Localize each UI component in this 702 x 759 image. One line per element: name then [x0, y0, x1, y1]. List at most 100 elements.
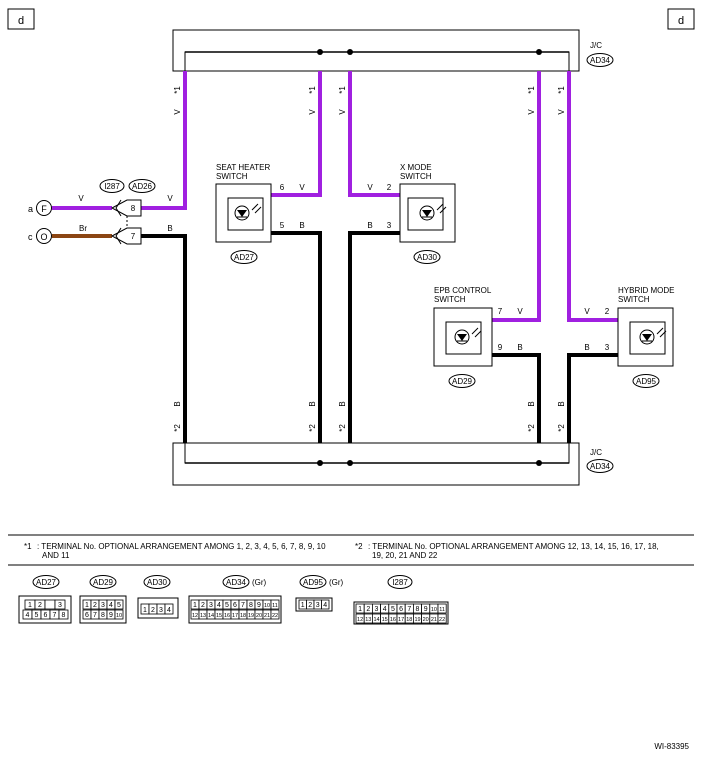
terminal-f: F: [41, 204, 47, 214]
ad30-pin: 2: [151, 607, 155, 614]
i287-pin: 16: [390, 617, 396, 623]
svg-text:(Gr): (Gr): [329, 578, 344, 587]
jc-top: J/C AD34: [172, 29, 614, 72]
ad34-pin: 10: [264, 603, 270, 609]
i287-pin: 17: [398, 617, 404, 623]
ad30-cell: [164, 603, 174, 615]
note-star2-mark: *2: [355, 542, 363, 551]
ad29-pin: 6: [85, 612, 89, 619]
ad34-cell: [270, 599, 280, 610]
pin-ad26-v: 8: [131, 204, 136, 213]
connector-ad26: AD26: [132, 182, 153, 191]
ad34-pin: 21: [264, 613, 270, 619]
i287-pin: 6: [399, 606, 403, 613]
ad34-pin: 4: [217, 602, 221, 609]
jc-top-connector: AD34: [590, 56, 611, 65]
ad30-pin: 1: [143, 607, 147, 614]
pin-hyb-b: 3: [605, 343, 610, 352]
top-wire-labels: V *1 V *1 V *1 V *1 V *1: [173, 86, 566, 115]
i287-pin: 9: [424, 606, 428, 613]
star1-marker: *1: [308, 86, 317, 94]
ad29-pin: 8: [101, 612, 105, 619]
ad27-cell: [58, 609, 69, 620]
wire-label-b: B: [527, 401, 536, 406]
terminal-a-label: a: [28, 204, 33, 214]
bottom-wire-labels: B *2 B *2 B *2 B *2 B *2: [173, 401, 566, 431]
jc-bottom: J/C AD34: [172, 442, 614, 486]
x-mode-label-2: SWITCH: [400, 172, 432, 181]
jc-bottom-label: J/C: [590, 448, 602, 457]
pin-epb-b: 9: [498, 343, 503, 352]
wire-label-b: B: [584, 343, 589, 352]
star2-marker: *2: [173, 424, 182, 432]
ad27-cell: [44, 599, 56, 610]
ad30-pin: 3: [159, 607, 163, 614]
svg-text:I287: I287: [392, 578, 408, 587]
ad27-pin: 7: [53, 612, 57, 619]
svg-text:AD27: AD27: [36, 578, 57, 587]
ad27-pin: 4: [26, 612, 30, 619]
star2-marker: *2: [557, 424, 566, 432]
i287-pin: 8: [416, 606, 420, 613]
pin-hyb-v: 2: [605, 307, 610, 316]
ad34-pin: 9: [257, 602, 261, 609]
ad34-pin: 13: [200, 613, 206, 619]
ad34-pin: 11: [272, 603, 278, 609]
star2-marker: *2: [308, 424, 317, 432]
ad27-pin: 3: [58, 602, 62, 609]
x-mode-switch: X MODE SWITCH V 2 B 3 AD30: [367, 163, 456, 264]
star2-marker: *2: [338, 424, 347, 432]
wire-label-b: B: [557, 401, 566, 406]
ad27-cell: [54, 599, 66, 610]
star1-marker: *1: [338, 86, 347, 94]
wire-label-v: V: [167, 194, 173, 203]
star2-marker: *2: [527, 424, 536, 432]
ad29-pin: 7: [93, 612, 97, 619]
pin-seat-b: 5: [280, 221, 285, 230]
i287-pin: 14: [373, 617, 379, 623]
connector-ad95: AD95: [636, 377, 657, 386]
svg-text:AD29: AD29: [93, 578, 114, 587]
connector-ad30: AD30: [417, 253, 438, 262]
seat-heater-label-1: SEAT HEATER: [216, 163, 270, 172]
note-star1-mark: *1: [24, 542, 32, 551]
connector-ad29: AD29: [452, 377, 473, 386]
ad34-pin: 3: [209, 602, 213, 609]
page-tag-left: d: [18, 15, 24, 27]
document-id: WI-83395: [654, 742, 689, 751]
ad95-pin: 1: [301, 602, 305, 609]
black-wires: [141, 231, 618, 443]
ad29-pin: 9: [109, 612, 113, 619]
ad27-pin: 2: [38, 602, 42, 609]
star1-marker: *1: [527, 86, 536, 94]
hybrid-mode-switch: HYBRID MODE SWITCH V 2 B 3 AD95: [584, 286, 674, 388]
ad34-pin: 19: [248, 613, 254, 619]
ad27-pin: 8: [62, 612, 66, 619]
ad95-pin: 2: [308, 602, 312, 609]
i287-pin: 10: [431, 607, 437, 613]
ad34-pin: 15: [216, 613, 222, 619]
ad34-pin: 8: [249, 602, 253, 609]
ad29-pin: 1: [85, 602, 89, 609]
wire-label-br: Br: [79, 224, 87, 233]
wire-label-v: V: [308, 109, 317, 115]
note-star1-line1: : TERMINAL No. OPTIONAL ARRANGEMENT AMON…: [37, 542, 326, 551]
ad29-cell: [114, 609, 124, 620]
ad27-pin: 1: [28, 602, 32, 609]
i287-pin: 13: [365, 617, 371, 623]
i287-cell: [437, 613, 447, 624]
i287-pin: 22: [439, 617, 445, 623]
i287-pin: 18: [406, 617, 412, 623]
wire-label-v: V: [338, 109, 347, 115]
epb-control-switch: EPB CONTROL SWITCH 7 V 9 B AD29: [433, 286, 523, 388]
violet-wires: [52, 71, 618, 322]
ad29-pin: 5: [117, 602, 121, 609]
svg-text:AD30: AD30: [147, 578, 168, 587]
hybrid-label-2: SWITCH: [618, 295, 650, 304]
connector-ad27: AD27: [234, 253, 255, 262]
svg-text:AD95: AD95: [303, 578, 324, 587]
